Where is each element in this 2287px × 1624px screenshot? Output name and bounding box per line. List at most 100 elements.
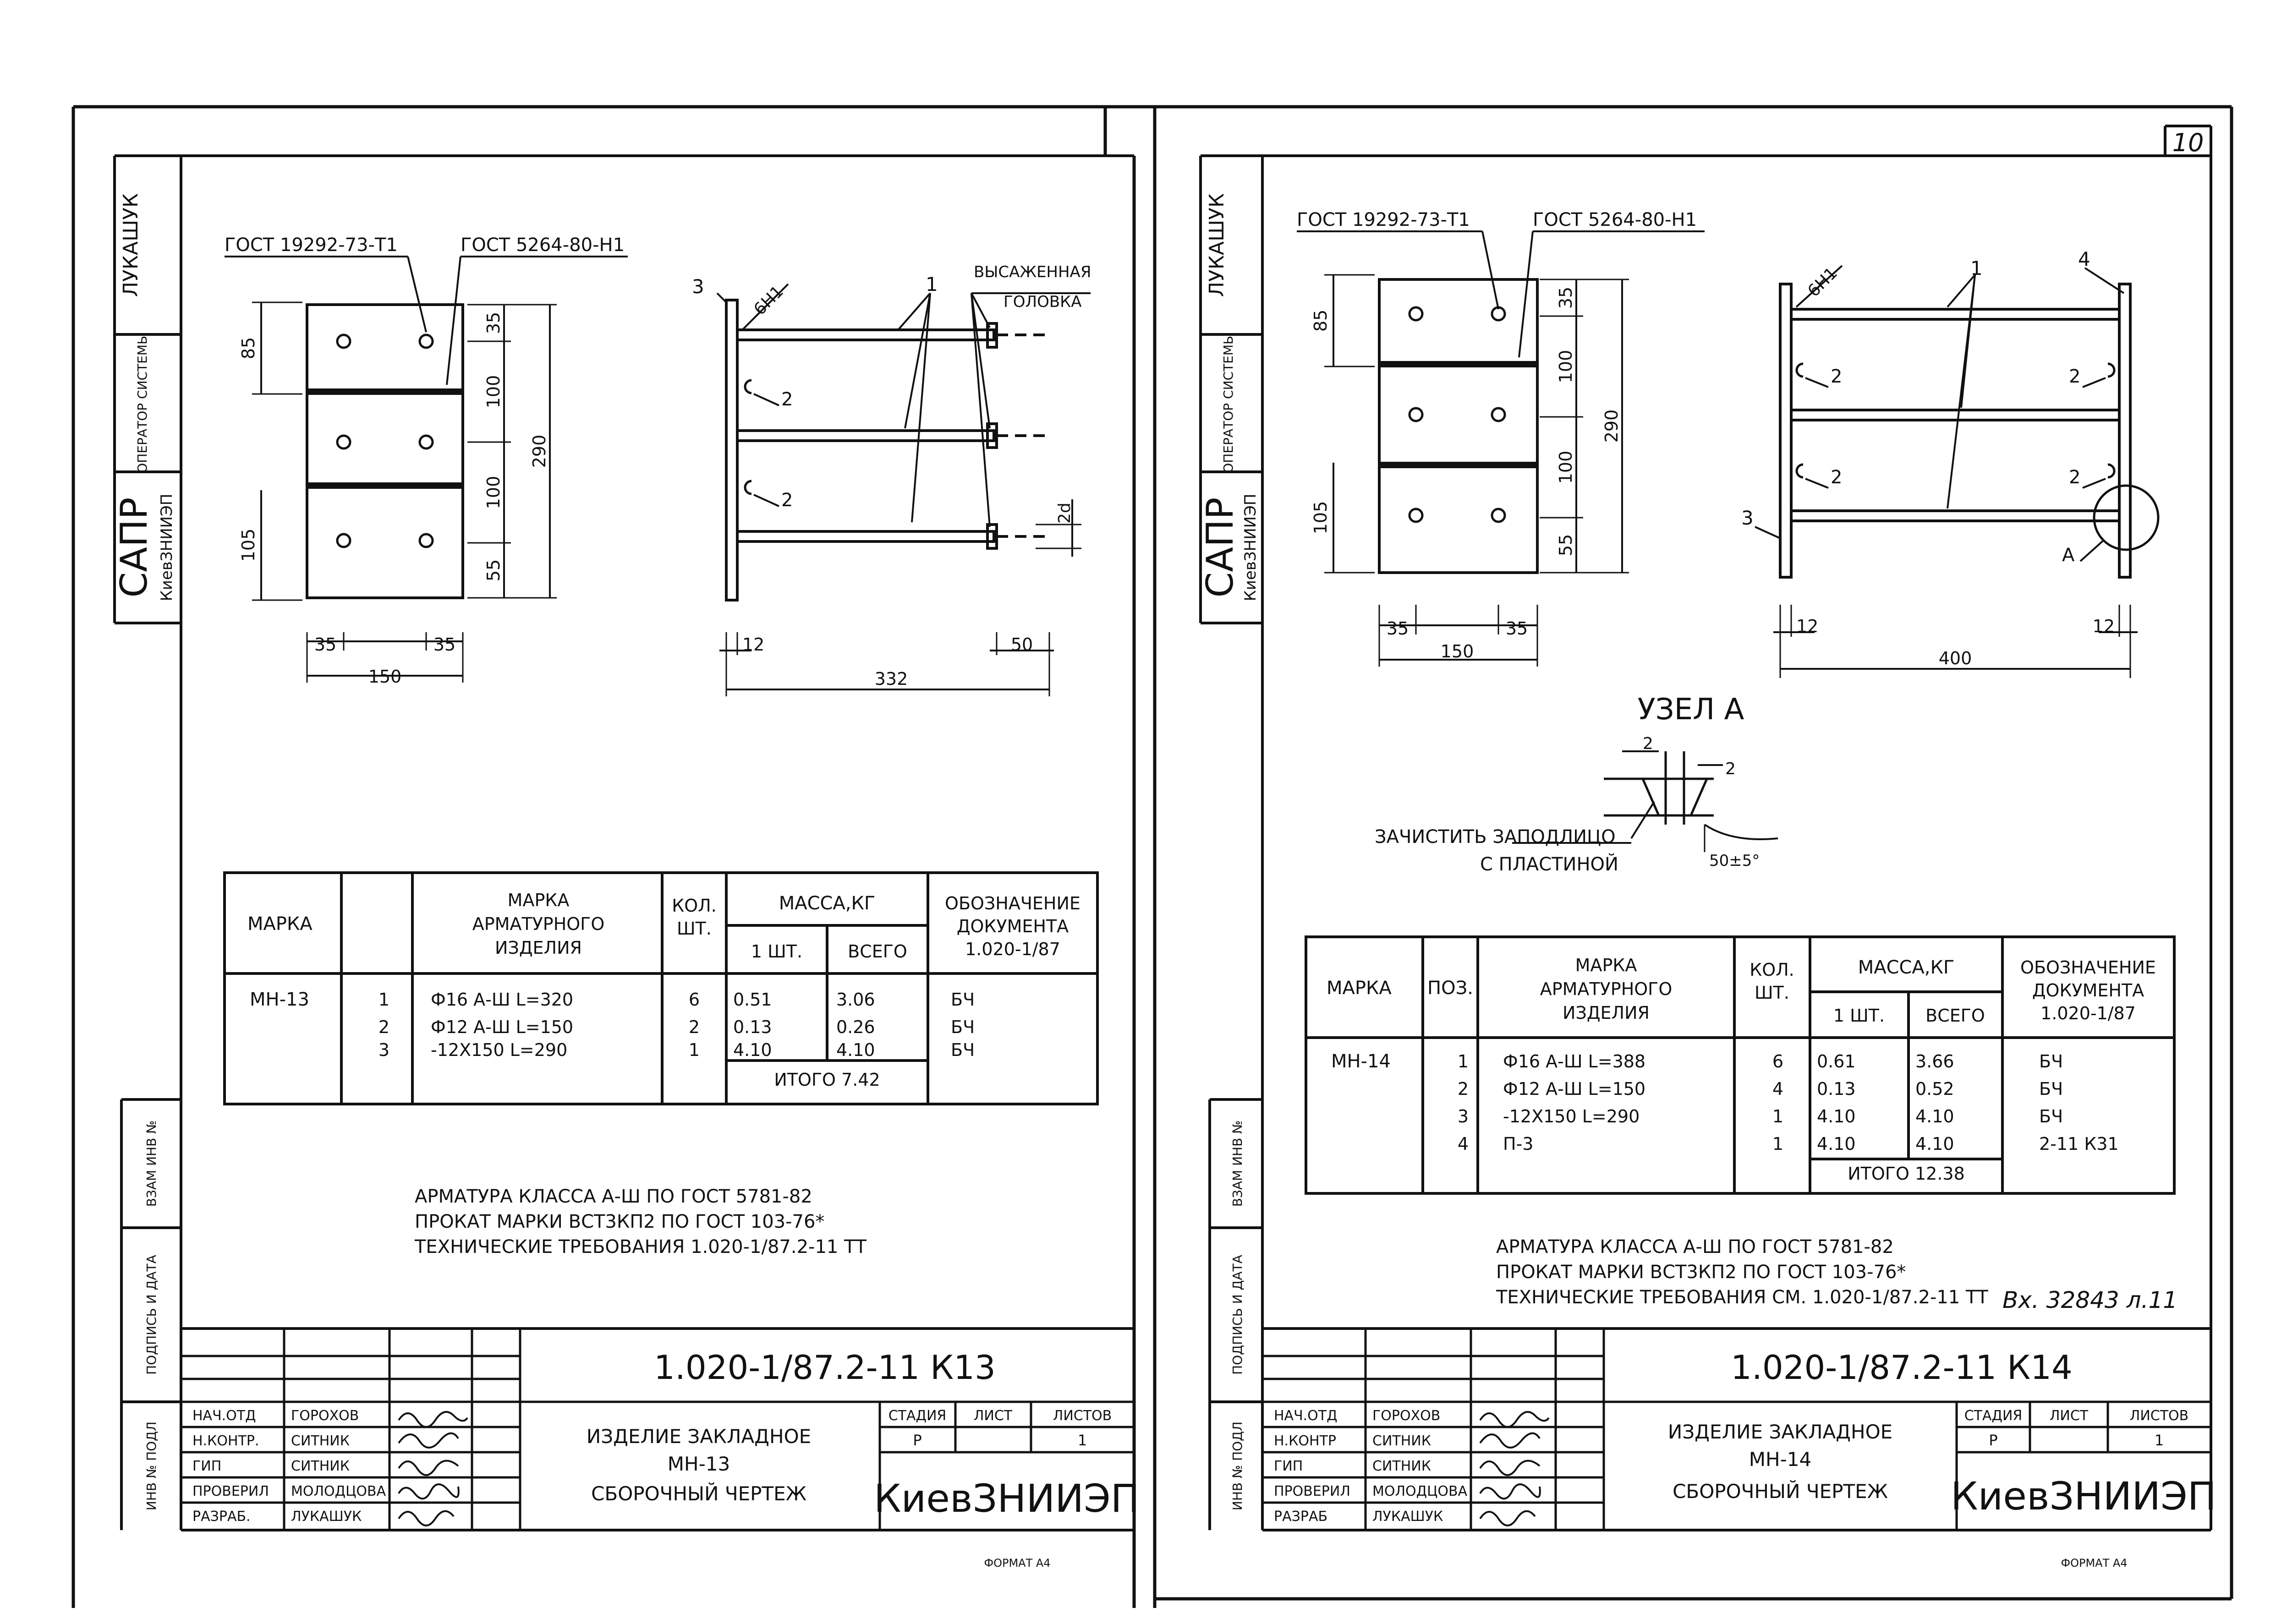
dim-50: 50	[1011, 634, 1033, 655]
th-total: ВСЕГО	[848, 941, 907, 962]
right-spec-table: МАРКА ПОЗ. МАРКА АРМАТУРНОГО ИЗДЕЛИЯ КОЛ…	[1305, 935, 2176, 1195]
pos-4-right: 4	[2078, 248, 2090, 270]
dim-12: 12	[742, 634, 764, 655]
r-row2-pos: 2	[1458, 1079, 1469, 1099]
dim-12b-right: 12	[2093, 616, 2115, 636]
name-1-r: ГОРОХОВ	[1372, 1408, 1440, 1424]
pos-1-right: 1	[1970, 257, 1983, 279]
r-row2-name: Ф12 А-Ш L=150	[1503, 1079, 1645, 1099]
gost-2: ГОСТ 5264-80-Н1	[461, 235, 625, 256]
designation: 1.020-1/87.2-11 К13	[654, 1348, 996, 1387]
dim-12a-right: 12	[1796, 616, 1818, 636]
table-row: 3 -12Х150 L=290 1 4.10 4.10 БЧ	[378, 1040, 975, 1060]
table-row: 2 Ф12 А-Ш L=150 4 0.13 0.52 БЧ	[1458, 1079, 2063, 1099]
th-qty-2: ШТ.	[677, 919, 712, 939]
row2-one: 0.13	[733, 1017, 772, 1037]
margin-label-sign-right: ПОДПИСЬ И ДАТА	[1230, 1255, 1245, 1375]
left-plate-view: ГОСТ 19292-73-Т1 ГОСТ 5264-80-Н1 85 105 …	[225, 235, 628, 687]
title-line-3-r: СБОРОЧНЫЙ ЧЕРТЕЖ	[1673, 1480, 1888, 1503]
dim-35-rv: 35	[1556, 287, 1576, 309]
r-row4-doc: 2-11 К31	[2039, 1134, 2119, 1154]
note-line-3: ТЕХНИЧЕСКИЕ ТРЕБОВАНИЯ 1.020-1/87.2-11 Т…	[414, 1236, 867, 1258]
dim-400: 400	[1939, 648, 1972, 668]
th-mark: МАРКА	[247, 913, 313, 935]
dim-290-right: 290	[1601, 410, 1622, 443]
r-row4-qty: 1	[1772, 1134, 1783, 1154]
r-row3-qty: 1	[1772, 1106, 1783, 1126]
node-title: УЗЕЛ А	[1638, 693, 1744, 727]
stamp-org: КиевЗНИИЭП	[158, 494, 176, 601]
sheets-value-r: 1	[2155, 1432, 2164, 1449]
stamp-org-right: КиевЗНИИЭП	[1241, 494, 1260, 601]
gost-2-right: ГОСТ 5264-80-Н1	[1533, 209, 1697, 230]
r-row3-one: 4.10	[1817, 1106, 1856, 1126]
dim-100a-right: 100	[1556, 350, 1576, 383]
left-side-view: 3 6Н1 1 ВЫСАЖЕННАЯ ГОЛОВКА 2 2 2d 12 50 …	[692, 263, 1091, 696]
node-note-2: С ПЛАСТИНОЙ	[1480, 853, 1618, 875]
r-row2-doc: БЧ	[2039, 1079, 2063, 1099]
dim-105: 105	[238, 529, 258, 562]
table-row: 3 -12Х150 L=290 1 4.10 4.10 БЧ	[1458, 1106, 2063, 1126]
dim-55: 55	[483, 559, 504, 581]
node-angle: 50±5°	[1709, 852, 1760, 870]
dim-290: 290	[529, 435, 549, 468]
r-row1-total: 3.66	[1915, 1051, 1954, 1072]
stamp-role: ОПЕРАТОР СИСТЕМЫ	[135, 333, 150, 473]
left-inner-frame	[113, 154, 1134, 1531]
pos-2d-right: 2	[2069, 467, 2080, 488]
row2-doc: БЧ	[951, 1017, 975, 1037]
title-line-2: МН-13	[668, 1453, 730, 1475]
table-row: 4 П-3 1 4.10 4.10 2-11 К31	[1458, 1134, 2119, 1154]
outer-frames	[71, 105, 2233, 1608]
role-3-r: ГИП	[1274, 1458, 1303, 1474]
side-pos-3: 3	[692, 275, 704, 298]
left-title-block: 1.020-1/87.2-11 К13 НАЧ.ОТД ГОРОХОВ Н.КО…	[181, 1329, 1140, 1530]
gost-1: ГОСТ 19292-73-Т1	[225, 235, 398, 256]
pos-1: 1	[926, 273, 938, 295]
dim-35-left-right: 35	[1387, 618, 1409, 639]
th-doc-3: 1.020-1/87	[965, 939, 1060, 959]
row3-one: 4.10	[733, 1040, 772, 1060]
th-item-3-r: ИЗДЕЛИЯ	[1563, 1003, 1650, 1023]
name-2-r: СИТНИК	[1372, 1433, 1431, 1449]
table-row: 1 Ф16 А-Ш L=388 6 0.61 3.66 БЧ	[1458, 1051, 2063, 1072]
th-mass-r: МАССА,КГ	[1858, 957, 1955, 978]
name-4: МОЛОДЦОВА	[291, 1483, 386, 1499]
upset-head-2: ГОЛОВКА	[1004, 293, 1082, 311]
th-total-r: ВСЕГО	[1925, 1006, 1985, 1026]
dim-100b: 100	[483, 476, 504, 509]
signatures-r	[1479, 1411, 1550, 1526]
left-side-stamp: ЛУКАШУК ОПЕРАТОР СИСТЕМЫ САПР КиевЗНИИЭП…	[113, 193, 176, 1510]
r-row4-pos: 4	[1458, 1134, 1469, 1154]
right-inner-frame	[1199, 125, 2212, 1531]
margin-label-inventory: ИНВ № ПОДЛ	[144, 1422, 159, 1510]
dim-85: 85	[238, 337, 258, 359]
row1-pos: 1	[378, 990, 389, 1010]
name-5: ЛУКАШУК	[291, 1509, 362, 1525]
dim-2d: 2d	[1055, 503, 1074, 524]
th-qty-2-r: ШТ.	[1755, 983, 1789, 1003]
dim-150: 150	[368, 667, 402, 687]
stage-header: СТАДИЯ	[888, 1408, 947, 1424]
row1-qty: 6	[689, 990, 700, 1010]
r-row2-qty: 4	[1772, 1079, 1783, 1099]
r-row2-total: 0.52	[1915, 1079, 1954, 1099]
stage-header-r: СТАДИЯ	[1964, 1408, 2023, 1424]
sheets-header-r: ЛИСТОВ	[2130, 1408, 2188, 1424]
pos-2b-right: 2	[1831, 467, 1842, 488]
row1-total: 3.06	[836, 990, 875, 1010]
stamp-role-right: ОПЕРАТОР СИСТЕМЫ	[1221, 333, 1236, 473]
pos-2b: 2	[781, 490, 793, 511]
dim-100a: 100	[483, 375, 504, 409]
row3-total: 4.10	[836, 1040, 875, 1060]
pos-2a: 2	[781, 389, 793, 410]
r-row4-name: П-3	[1503, 1134, 1533, 1154]
node-dim-2b: 2	[1725, 760, 1736, 778]
td-mark-r: МН-14	[1331, 1051, 1391, 1072]
designation-r: 1.020-1/87.2-11 К14	[1731, 1348, 2073, 1387]
right-side-stamp: ЛУКАШУК ОПЕРАТОР СИСТЕМЫ САПР КиевЗНИИЭП…	[1199, 193, 1260, 1510]
node-note-1: ЗАЧИСТИТЬ ЗАПОДЛИЦО	[1375, 826, 1616, 848]
stamp-author-right: ЛУКАШУК	[1205, 193, 1229, 297]
role-5: РАЗРАБ.	[192, 1509, 251, 1525]
